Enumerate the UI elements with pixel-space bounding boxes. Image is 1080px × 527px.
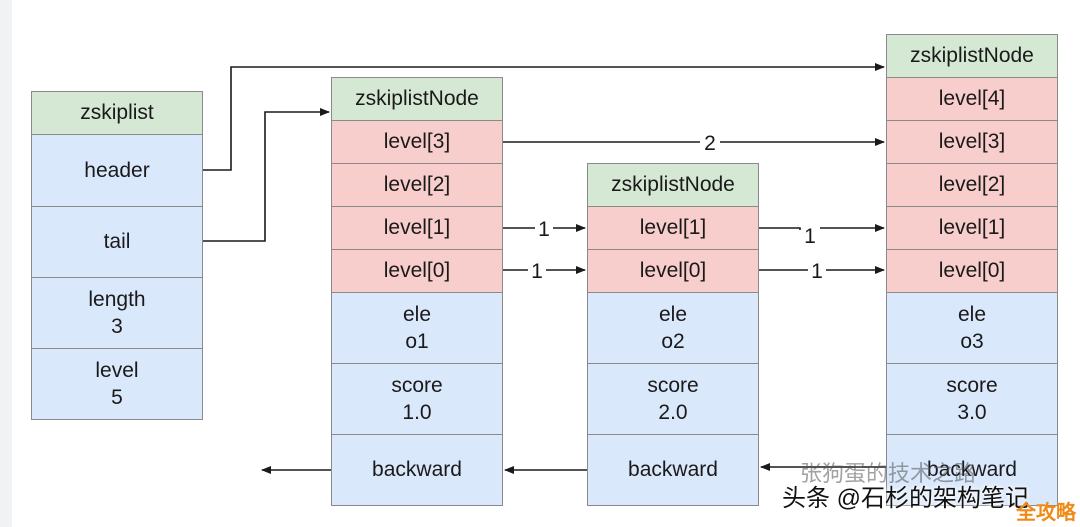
node3-score-label: score: [946, 373, 998, 397]
node1-level1: level[1]: [331, 206, 503, 250]
node3-level2-label: level[2]: [938, 173, 1006, 197]
span-label-n1-level0: 1: [531, 260, 543, 283]
node2-score: score 2.0: [587, 363, 759, 435]
node3-level2: level[2]: [886, 163, 1058, 207]
node3-level0: level[0]: [886, 249, 1058, 293]
node3-backward-label: backward: [927, 458, 1017, 482]
node3-backward: backward: [886, 434, 1058, 506]
tail-field-label: tail: [103, 230, 131, 254]
header-field-label: header: [84, 158, 150, 182]
node3-level4-label: level[4]: [938, 87, 1006, 111]
node1-ele-label: ele: [402, 302, 432, 326]
node2-level0: level[0]: [587, 249, 759, 293]
span-label-n2-level1: 1: [804, 225, 816, 248]
left-edge-strip: [0, 0, 12, 527]
node3-level3-label: level[3]: [938, 130, 1006, 154]
node1-score-value: 1.0: [402, 401, 432, 424]
node2-score-label: score: [647, 373, 699, 397]
tail-pointer-arrow: [203, 108, 330, 242]
node1-level2-label: level[2]: [383, 173, 451, 197]
node1-level1-label: level[1]: [383, 216, 451, 240]
span-label-n1-level3: 2: [704, 132, 716, 155]
node1-score: score 1.0: [331, 363, 503, 435]
node3-level3: level[3]: [886, 120, 1058, 164]
node3-level4: level[4]: [886, 77, 1058, 121]
node1-score-label: score: [391, 373, 443, 397]
length-label: length: [88, 287, 146, 311]
node3-ele-label: ele: [957, 302, 987, 326]
node3-ele-value: o3: [960, 330, 984, 353]
node1-level2: level[2]: [331, 163, 503, 207]
node2-backward: backward: [587, 434, 759, 506]
node2-ele: ele o2: [587, 292, 759, 364]
node3-level1: level[1]: [886, 206, 1058, 250]
node2-title: zskiplistNode: [611, 173, 735, 197]
watermark-faint-text: 张狗蛋的技术之路: [800, 461, 977, 486]
zskiplist-header-field: header: [31, 134, 203, 207]
span-label-n1-level1: 1: [538, 218, 550, 241]
watermark-text: 头条 @石杉的架构笔记: [782, 485, 1030, 512]
node1-ele: ele o1: [331, 292, 503, 364]
zskiplist-length-field: length 3: [31, 277, 203, 349]
site-logo-watermark: 全攻略: [1016, 502, 1076, 524]
zskiplist-title: zskiplist: [80, 101, 154, 125]
node2-score-value: 2.0: [658, 401, 688, 424]
node1-header: zskiplistNode: [331, 77, 503, 121]
node2-level0-label: level[0]: [639, 259, 707, 283]
node1-backward-label: backward: [372, 458, 462, 482]
node1-level3: level[3]: [331, 120, 503, 164]
node1-level0-label: level[0]: [383, 259, 451, 283]
node3-ele: ele o3: [886, 292, 1058, 364]
level-value: 5: [111, 386, 123, 409]
zskiplist-level-field: level 5: [31, 348, 203, 420]
node1-backward: backward: [331, 434, 503, 506]
node2-backward-label: backward: [628, 458, 718, 482]
length-value: 3: [111, 315, 123, 338]
node2-ele-value: o2: [661, 330, 685, 353]
node2-level1-label: level[1]: [639, 216, 707, 240]
node3-title: zskiplistNode: [910, 44, 1034, 68]
node3-score: score 3.0: [886, 363, 1058, 435]
node3-level1-label: level[1]: [938, 216, 1006, 240]
node2-ele-label: ele: [658, 302, 688, 326]
node1-ele-value: o1: [405, 330, 429, 353]
node1-title: zskiplistNode: [355, 87, 479, 111]
level-label: level: [95, 358, 139, 382]
span-label-n2-level0: 1: [811, 260, 823, 283]
header-pointer-arrow: [203, 63, 885, 171]
node3-score-value: 3.0: [957, 401, 987, 424]
n2-level1-forward-arrow: [759, 227, 801, 230]
node3-level0-label: level[0]: [938, 259, 1006, 283]
node1-level3-label: level[3]: [383, 130, 451, 154]
